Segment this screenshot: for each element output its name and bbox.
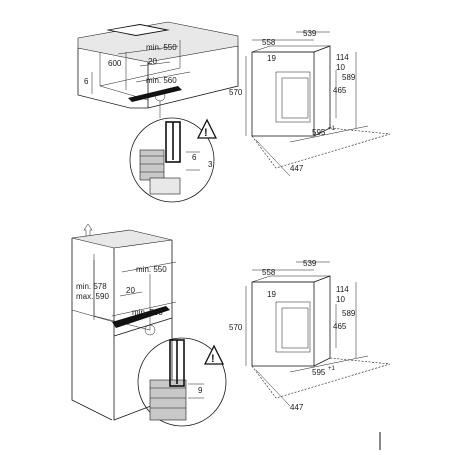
dim-line-550 (117, 45, 179, 55)
column-label-max-590: max. 590 (76, 292, 109, 301)
oven-label-10: 10 (336, 63, 345, 72)
dim-line-560 (135, 71, 191, 83)
b-oven-label-595-sup: +1 (328, 366, 336, 372)
column-lower-divider (113, 317, 173, 337)
bottom-detail-marker (144, 324, 156, 336)
detail-wood-panel (149, 177, 181, 195)
b-oven-label-19: 19 (267, 290, 276, 299)
bottom-warning-mark: ! (211, 353, 215, 365)
b-oven-side (313, 275, 331, 367)
vent-strip (128, 86, 182, 102)
hob-glass (110, 25, 165, 35)
label-600: 600 (108, 59, 122, 68)
detail-label-3: 3 (208, 160, 213, 169)
top-detail-circle: 6 3 ! (129, 117, 218, 203)
oven-label-19: 19 (267, 54, 276, 63)
b-dim-447-line (255, 369, 291, 407)
top-cabinet-drawing: min. 550 20 600 6 min. 560 (77, 21, 239, 118)
warning-icon (196, 118, 218, 139)
b-oven-front (251, 281, 315, 367)
niche-shelf (112, 306, 170, 328)
bottom-detail-label-9: 9 (198, 386, 203, 395)
dim-line-20 (139, 61, 171, 67)
oven-door-window (281, 77, 309, 119)
bottom-detail-circle: 9 ! (137, 337, 227, 427)
bottom-oven-drawing: 558 539 19 114 10 570 589 465 595 +1 447 (229, 259, 391, 412)
oven-label-447: 447 (290, 164, 304, 173)
b-dim-595-line (289, 355, 369, 373)
label-20: 20 (148, 57, 157, 66)
detail-wall (139, 149, 165, 181)
oven-side (313, 45, 331, 137)
label-6: 6 (84, 77, 89, 86)
column-label-min-560: min. 560 (132, 308, 163, 317)
label-min-550: min. 550 (146, 43, 177, 52)
oven-label-558: 558 (262, 38, 276, 47)
detail-label-6: 6 (192, 153, 197, 162)
oven-label-589: 589 (342, 73, 356, 82)
dim-595-line (289, 125, 369, 143)
b-oven-label-558: 558 (262, 268, 276, 277)
warning-mark: ! (204, 127, 208, 139)
oven-floor-projection (251, 127, 391, 169)
b-oven-label-10: 10 (336, 295, 345, 304)
column-top (71, 229, 173, 249)
b-oven-label-570: 570 (229, 323, 243, 332)
oven-label-595: 595 (312, 128, 326, 137)
top-oven-drawing: 558 539 19 114 10 570 589 465 595 +1 447 (229, 29, 391, 177)
oven-front (251, 51, 315, 137)
column-side-divider (71, 309, 115, 323)
column-front (113, 240, 173, 421)
oven-label-595-sup: +1 (328, 126, 336, 132)
cabinet-inner-back (99, 40, 181, 87)
b-oven-label-589: 589 (342, 309, 356, 318)
bottom-detail-circle-outline (137, 337, 227, 427)
dim-20-line (119, 291, 143, 297)
b-oven-label-447: 447 (290, 403, 304, 412)
oven-label-539: 539 (303, 29, 317, 38)
dim-550-line (121, 261, 177, 273)
b-oven-label-595: 595 (312, 368, 326, 377)
column-left-side (71, 238, 113, 421)
b-oven-floor-projection (251, 357, 391, 399)
cabinet-front (147, 46, 239, 109)
column-label-min-550: min. 550 (136, 265, 167, 274)
dim-560-line (111, 301, 177, 317)
bottom-warning-icon (203, 344, 225, 365)
b-oven-label-114: 114 (336, 285, 349, 294)
b-oven-label-539: 539 (303, 259, 317, 268)
up-arrow-icon (83, 223, 93, 237)
detail-circle (129, 117, 215, 203)
bottom-cabinet-drawing: min. 578 max. 590 min. 550 20 min. 560 (71, 223, 177, 421)
oven-label-114: 114 (336, 53, 349, 62)
b-oven-door-window (281, 307, 309, 349)
dim-447-line (255, 139, 291, 177)
oven-door (275, 71, 311, 123)
column-label-min-578: min. 578 (76, 282, 107, 291)
oven-label-570: 570 (229, 88, 243, 97)
label-min-560: min. 560 (146, 76, 177, 85)
b-oven-door (275, 301, 311, 353)
oven-label-465: 465 (333, 86, 347, 95)
cabinet-left-side (77, 48, 131, 109)
b-oven-label-465: 465 (333, 322, 347, 331)
column-label-20: 20 (126, 286, 135, 295)
